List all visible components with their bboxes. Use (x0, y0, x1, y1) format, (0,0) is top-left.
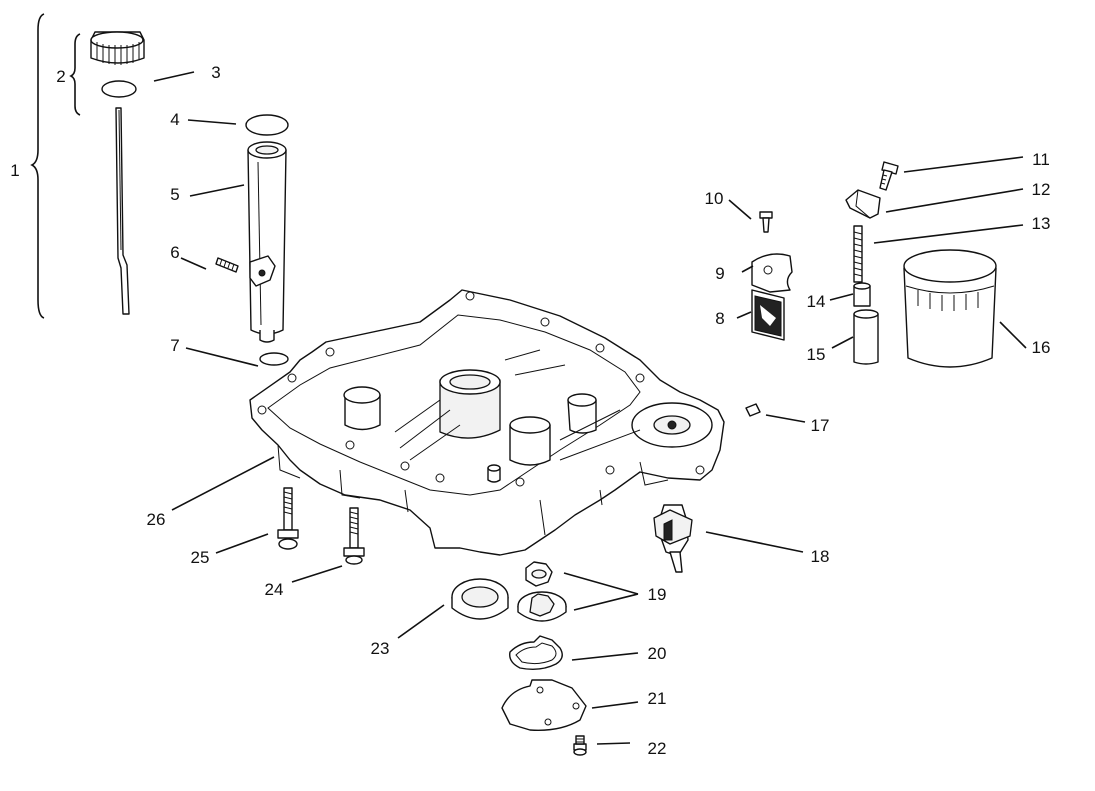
plug-17 (745, 403, 761, 417)
callout-22: 22 (648, 739, 667, 758)
callout-11: 11 (1032, 150, 1050, 169)
bolt-25 (277, 487, 299, 550)
bolt-11 (879, 161, 899, 191)
oil-seal (451, 578, 509, 620)
brace-2 (69, 33, 81, 116)
callout-2: 2 (56, 67, 65, 86)
tube-bracket-bolt (215, 255, 276, 287)
callout-21: 21 (648, 689, 667, 708)
callout-19: 19 (648, 585, 667, 604)
callout-17: 17 (811, 416, 830, 435)
callout-20: 20 (648, 644, 667, 663)
callout-8: 8 (715, 309, 724, 328)
cover-screw (573, 735, 587, 756)
pump-cover (501, 679, 587, 731)
callout-14: 14 (807, 292, 826, 311)
callout-5: 5 (170, 185, 179, 204)
dipstick-tube (247, 141, 287, 343)
callout-15: 15 (807, 345, 826, 364)
bracket-plate (751, 253, 793, 293)
screw-10 (759, 211, 773, 233)
callout-13: 13 (1032, 214, 1051, 233)
dipstick (115, 107, 130, 315)
callout-26: 26 (147, 510, 166, 529)
brace-1 (30, 13, 45, 319)
tube-lower-o-ring (259, 352, 289, 366)
pump-gear-outer (517, 591, 567, 622)
tube-o-ring (245, 114, 289, 136)
callout-12: 12 (1032, 180, 1051, 199)
pressure-switch (653, 504, 693, 573)
leader-lines (153, 71, 1027, 745)
callout-6: 6 (170, 243, 179, 262)
cap-o-ring (101, 80, 137, 98)
callout-7: 7 (170, 336, 179, 355)
bolt-24 (343, 507, 365, 565)
callout-23: 23 (371, 639, 390, 658)
spring-13 (853, 225, 863, 283)
decal (751, 289, 785, 341)
pump-gear-inner (525, 561, 553, 587)
callout-18: 18 (811, 547, 830, 566)
oil-filter (903, 249, 997, 368)
oil-pan (249, 289, 725, 556)
oil-fill-cap (90, 31, 145, 65)
pump-gasket (509, 635, 563, 671)
callout-24: 24 (265, 580, 284, 599)
callout-10: 10 (705, 189, 724, 208)
callout-1: 1 (10, 161, 19, 180)
callout-9: 9 (715, 264, 724, 283)
callout-16: 16 (1032, 338, 1051, 357)
callout-3: 3 (211, 63, 220, 82)
callout-25: 25 (191, 548, 210, 567)
sleeve-15 (853, 309, 879, 365)
callout-4: 4 (170, 110, 179, 129)
bracket-12 (845, 189, 881, 219)
sleeve-14 (853, 282, 871, 307)
